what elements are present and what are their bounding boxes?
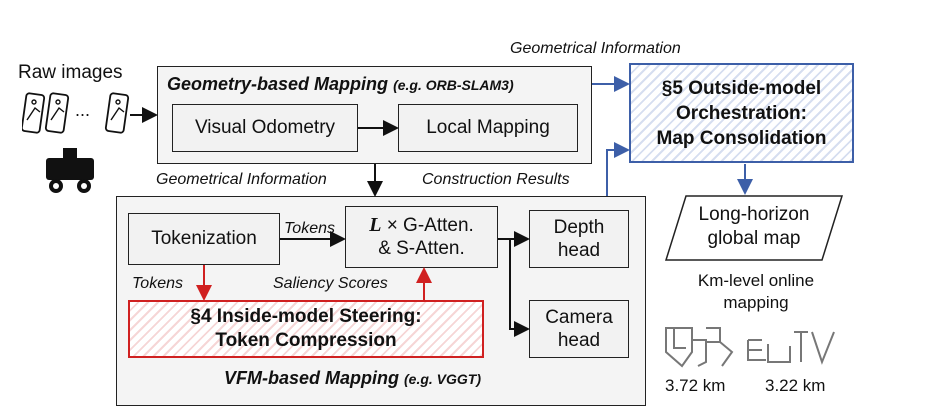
mid-geometrical-info-label: Geometrical Information [156, 171, 327, 188]
tokens-right-label: Tokens [284, 220, 335, 237]
vfm-title-text: VFM-based Mapping [224, 368, 399, 388]
vfm-title-eg: (e.g. VGGT) [404, 371, 482, 387]
camera-line2: head [557, 330, 601, 351]
orchestration-line2: Orchestration: [676, 102, 807, 124]
arrow-vfm-to-orchestration [606, 142, 630, 196]
global-map-label: Long-horizon global map [664, 203, 844, 251]
attention-line2: & S-Atten. [378, 238, 465, 259]
global-map-line1: Long-horizon [698, 204, 810, 225]
camera-head-box: Camera head [529, 300, 629, 358]
arrow-attention-to-camera [509, 239, 530, 337]
attention-line1-text: × G-Atten. [386, 215, 474, 236]
km-line2: mapping [723, 293, 789, 312]
robot-icon [46, 148, 94, 193]
tokens-down-label: Tokens [132, 275, 183, 292]
steering-line2: Token Compression [215, 330, 397, 351]
geometry-title-eg: (e.g. ORB-SLAM3) [393, 77, 514, 93]
distance-label-1: 3.72 km [665, 376, 726, 395]
construction-results-label: Construction Results [422, 171, 570, 188]
km-level-label: Km-level online mapping [660, 270, 852, 314]
image-stack-icon [22, 92, 130, 134]
attention-box: L × G-Atten. & S-Atten. [345, 206, 498, 268]
steering-line1: §4 Inside-model Steering: [190, 306, 422, 327]
visual-odometry-box: Visual Odometry [172, 104, 358, 152]
local-mapping-box: Local Mapping [398, 104, 578, 152]
geometry-title-text: Geometry-based Mapping [167, 74, 389, 94]
depth-line1: Depth [553, 217, 605, 238]
attention-l-symbol: L [369, 214, 382, 236]
km-line1: Km-level online [697, 271, 815, 290]
geometry-mapping-title: Geometry-based Mapping (e.g. ORB-SLAM3) [167, 74, 514, 95]
orchestration-line1: §5 Outside-model [661, 77, 822, 99]
images-ellipsis: ... [75, 100, 91, 120]
top-geometrical-info-label: Geometrical Information [510, 40, 681, 57]
saliency-scores-label: Saliency Scores [273, 275, 388, 292]
vfm-mapping-title: VFM-based Mapping (e.g. VGGT) [224, 368, 481, 389]
global-map-line2: global map [707, 228, 801, 249]
global-map-shape [664, 195, 844, 261]
trajectory-map-1-icon [665, 327, 734, 368]
orchestration-box: §5 Outside-model Orchestration: Map Cons… [629, 63, 854, 163]
tokenization-box: Tokenization [128, 213, 280, 265]
trajectory-map-2-icon [747, 331, 835, 365]
orchestration-line3: Map Consolidation [656, 127, 827, 149]
raw-images-label: Raw images [18, 62, 123, 83]
distance-label-2: 3.22 km [765, 376, 826, 395]
attention-line1: L × G-Atten. [369, 214, 474, 237]
camera-line1: Camera [545, 307, 613, 328]
depth-line2: head [557, 240, 601, 261]
steering-box: §4 Inside-model Steering: Token Compress… [128, 300, 484, 358]
